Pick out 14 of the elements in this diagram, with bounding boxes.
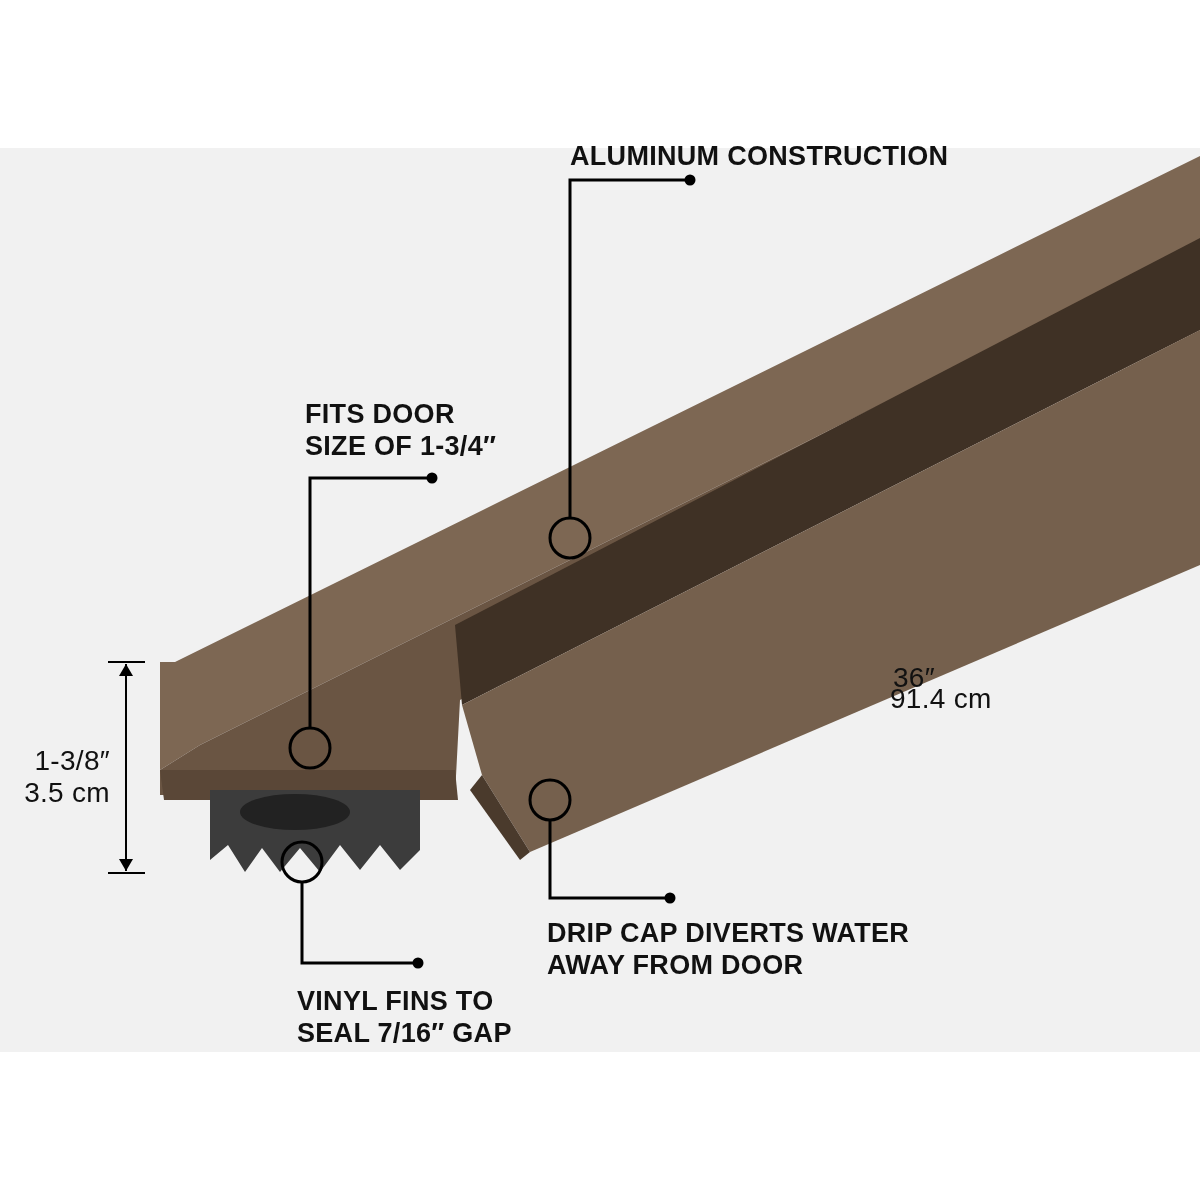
- dimension-label: 3.5 cm: [23, 777, 110, 809]
- dimension-label: 1-3/8″: [33, 745, 110, 777]
- leader-line: [548, 820, 676, 904]
- callout-circle: [280, 840, 324, 884]
- callout-circle: [288, 726, 332, 770]
- callout-circle: [528, 778, 572, 822]
- callout-text: DRIP CAP DIVERTS WATER AWAY FROM DOOR: [547, 917, 967, 981]
- leader-line: [568, 174, 696, 518]
- callout-text: ALUMINUM CONSTRUCTION: [570, 140, 1010, 172]
- callout-text: VINYL FINS TO SEAL 7/16″ GAP: [297, 985, 537, 1049]
- callout-circle: [548, 516, 592, 560]
- callout-text: FITS DOOR SIZE OF 1-3/4″: [305, 398, 505, 462]
- leader-line: [300, 882, 424, 969]
- leader-line: [308, 472, 438, 728]
